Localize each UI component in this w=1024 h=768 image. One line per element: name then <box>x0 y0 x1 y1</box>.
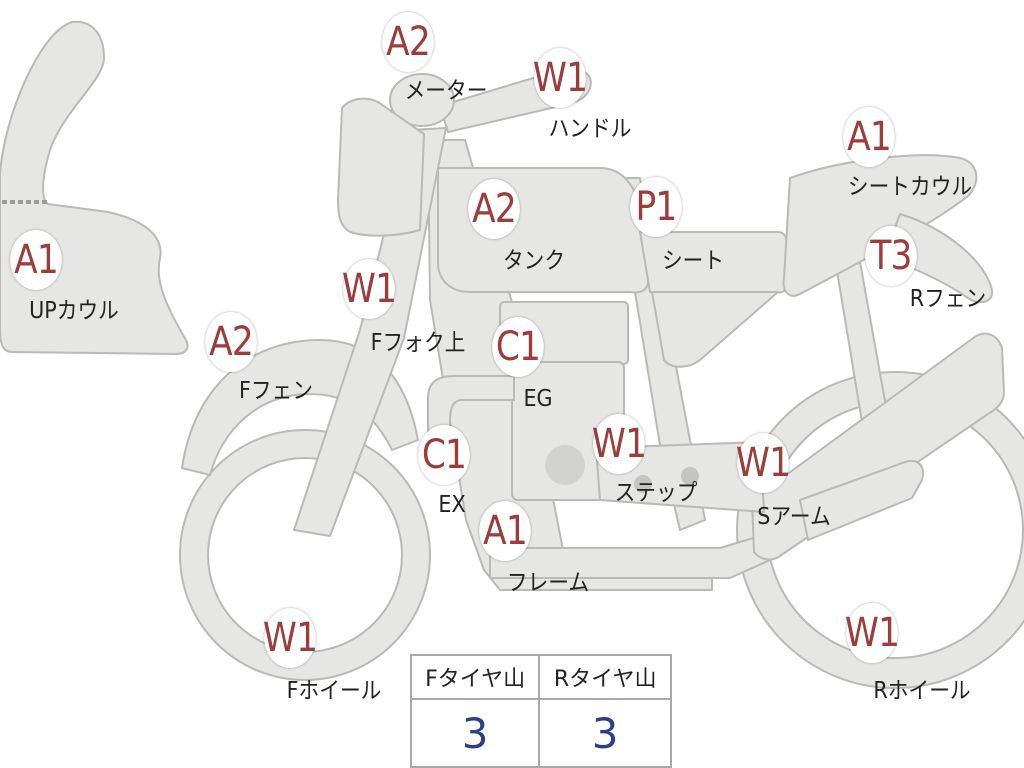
grade-badge-up-cowl[interactable]: A1 <box>10 230 62 290</box>
rear-tire-tread-header: Rタイヤ山 <box>538 654 672 700</box>
tire-tread-table: Fタイヤ山 Rタイヤ山 3 3 <box>409 654 672 768</box>
part-label-f-wheel: Fホイール <box>286 678 382 704</box>
engine-cover-shape <box>545 445 585 485</box>
tire-tread-value-row: 3 3 <box>409 698 672 768</box>
part-label-seat-cowl: シートカウル <box>847 174 973 200</box>
part-label-handle: ハンドル <box>548 116 632 142</box>
grade-badge-exhaust[interactable]: C1 <box>418 425 470 485</box>
grade-badge-swing-arm[interactable]: W1 <box>736 433 791 493</box>
tire-tread-header-row: Fタイヤ山 Rタイヤ山 <box>409 654 672 700</box>
part-label-swing-arm: Sアーム <box>757 504 831 530</box>
part-label-r-fender: Rフェン <box>909 286 987 312</box>
grade-badge-seat-cowl[interactable]: A1 <box>843 107 895 167</box>
grade-badge-tank[interactable]: A2 <box>468 179 520 239</box>
step-peg-left <box>634 475 652 493</box>
part-label-meter: メーター <box>404 78 488 104</box>
grade-badge-engine[interactable]: C1 <box>492 317 544 377</box>
grade-badge-handle[interactable]: W1 <box>533 48 588 108</box>
grade-badge-seat[interactable]: P1 <box>630 177 682 237</box>
part-label-r-wheel: Rホイール <box>873 678 971 704</box>
grade-badge-meter[interactable]: A2 <box>382 12 434 72</box>
part-label-up-cowl: UPカウル <box>29 298 119 324</box>
front-tire-tread-value: 3 <box>409 698 541 768</box>
part-label-exhaust: EX <box>438 492 466 518</box>
chain-guard-shape <box>799 460 924 541</box>
meter-shape <box>389 73 455 127</box>
front-tire-tread-header: Fタイヤ山 <box>409 654 541 700</box>
part-label-step: ステップ <box>614 480 698 506</box>
rear-tire-tread-value: 3 <box>538 698 672 768</box>
grade-badge-r-wheel[interactable]: W1 <box>845 603 900 663</box>
step-peg-right <box>681 467 699 485</box>
side-cover-shape <box>651 291 779 368</box>
grade-badge-f-wheel[interactable]: W1 <box>263 608 318 668</box>
part-label-frame: フレーム <box>506 570 590 596</box>
part-label-engine: EG <box>523 386 553 412</box>
grade-badge-f-fender[interactable]: A2 <box>205 312 257 372</box>
grade-badge-frame[interactable]: A1 <box>479 501 531 561</box>
grade-badge-r-fender[interactable]: T3 <box>865 226 917 286</box>
part-label-f-fender: Fフェン <box>238 378 314 404</box>
part-label-f-fork-upper: Fフォク上 <box>370 330 466 356</box>
headlight-shape <box>337 97 425 237</box>
part-label-seat: シート <box>661 248 725 274</box>
part-label-tank: タンク <box>502 248 566 274</box>
grade-badge-f-fork-upper[interactable]: W1 <box>342 259 397 319</box>
grade-badge-step[interactable]: W1 <box>592 414 647 474</box>
